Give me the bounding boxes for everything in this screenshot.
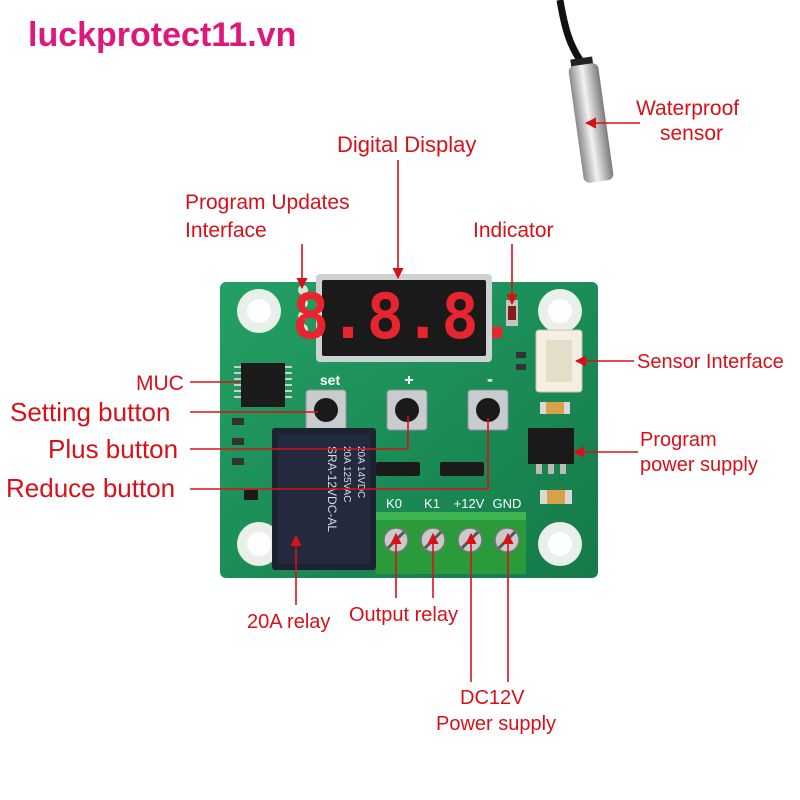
- label-output-relay: Output relay: [349, 604, 458, 626]
- silk-minus: -: [487, 369, 493, 389]
- pcb-board: 8.8.8. set + -: [220, 274, 598, 578]
- label-program-power-2: power supply: [640, 454, 758, 476]
- labels: Waterproof sensor Digital Display Progra…: [6, 97, 784, 735]
- label-program-updates-2: Interface: [185, 219, 267, 242]
- silk-k0: K0: [386, 496, 402, 511]
- label-reduce-button: Reduce button: [6, 473, 175, 503]
- relay-text-2: 20A 125VAC: [341, 446, 352, 503]
- mcu-chip: [234, 363, 292, 407]
- silk-plus: +: [404, 372, 413, 389]
- silk-k1: K1: [424, 496, 440, 511]
- terminal-block[interactable]: [376, 512, 526, 574]
- label-20a-relay: 20A relay: [247, 611, 330, 633]
- label-plus-button: Plus button: [48, 434, 178, 464]
- relay-text-1: 20A 14VDC: [355, 446, 366, 498]
- brand-watermark: luckprotect11.vn: [28, 16, 296, 54]
- mounting-holes: [237, 289, 582, 566]
- sensor-connector: [535, 329, 583, 393]
- silk-gnd: GND: [493, 496, 522, 511]
- label-dc12v: DC12V: [460, 687, 525, 709]
- label-program-updates-1: Program Updates: [185, 191, 350, 214]
- label-waterproof-2: sensor: [660, 122, 723, 145]
- leader-lines: [190, 117, 640, 682]
- label-waterproof-1: Waterproof: [636, 97, 739, 120]
- silk-12v: +12V: [454, 496, 485, 511]
- silk-set: set: [320, 372, 341, 388]
- waterproof-sensor-probe: [556, 0, 614, 183]
- label-indicator: Indicator: [473, 219, 554, 242]
- label-program-power-1: Program: [640, 429, 717, 451]
- label-sensor-interface: Sensor Interface: [637, 351, 784, 373]
- label-power-supply: Power supply: [436, 713, 556, 735]
- label-setting-button: Setting button: [10, 397, 170, 427]
- display-digits: 8.8.8.: [292, 280, 516, 353]
- smd-components: [232, 352, 572, 504]
- set-tact-button[interactable]: [305, 389, 347, 431]
- label-digital-display: Digital Display: [337, 132, 476, 157]
- label-muc: MUC: [136, 372, 184, 395]
- digital-display-module: 8.8.8.: [292, 274, 516, 362]
- plus-tact-button[interactable]: [386, 389, 428, 431]
- voltage-regulator: [528, 428, 574, 474]
